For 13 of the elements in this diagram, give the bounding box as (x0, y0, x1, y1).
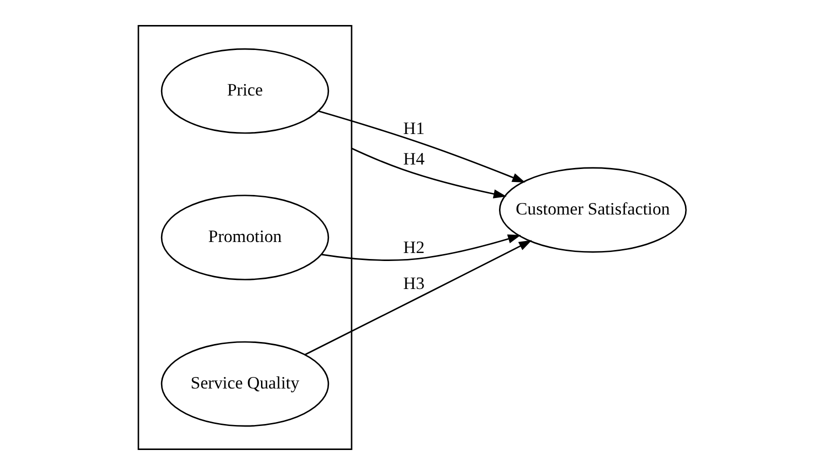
edge-label: H4 (403, 148, 425, 168)
node-ellipse: Price (160, 48, 330, 134)
edge-label: H1 (403, 118, 425, 138)
edge-label: H3 (403, 273, 425, 294)
node-ellipse: Promotion (160, 194, 330, 280)
arrow (351, 148, 507, 198)
cluster (138, 25, 352, 450)
edge-label: H2 (403, 236, 425, 257)
node-ellipse: Service Quality (160, 341, 330, 427)
arrow (304, 240, 532, 356)
node-ellipse: Customer Satisfaction (498, 167, 687, 253)
arrow (321, 234, 521, 261)
arrow (318, 110, 526, 182)
